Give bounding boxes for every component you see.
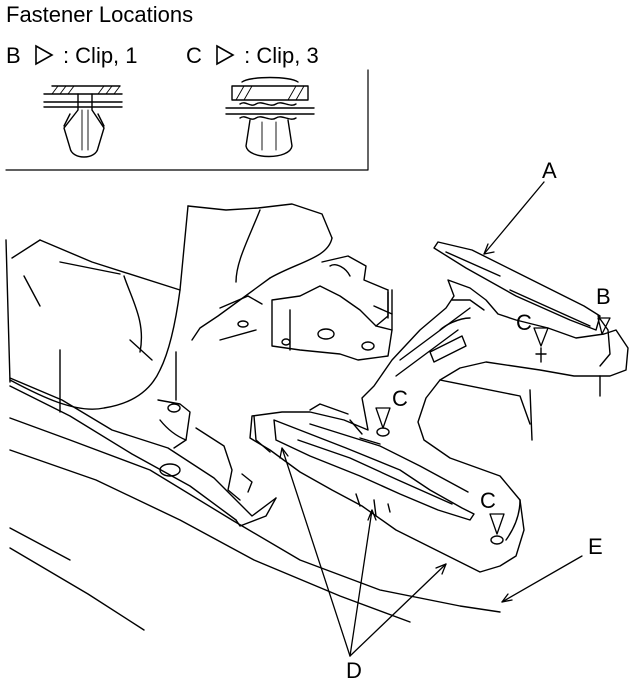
- seat-outline: [5, 203, 333, 410]
- fastener-locations-title: Fastener Locations: [6, 2, 194, 27]
- callout-c-lower: C: [480, 488, 496, 513]
- floor-panel: [9, 295, 501, 631]
- fastener-inset-frame: [5, 69, 369, 171]
- legend-item-clip-b: B : Clip, 1: [6, 44, 138, 67]
- callout-a: A: [542, 158, 557, 183]
- callout-e: E: [588, 534, 603, 559]
- legend-text-c: : Clip, 3: [244, 43, 319, 68]
- cover-a: [433, 241, 601, 331]
- legend-item-clip-c: C : Clip, 3: [186, 44, 319, 67]
- leader-lines: [279, 181, 583, 657]
- seat-rail-bracket: [271, 255, 393, 361]
- triangle-pointer-icon: [216, 44, 235, 66]
- cover-main: [249, 279, 629, 573]
- triangle-pointer-icon: [35, 44, 54, 66]
- callout-b: B: [596, 284, 611, 309]
- legend-letter-b: B: [6, 43, 21, 68]
- clip-markers: [375, 317, 611, 545]
- callout-d: D: [346, 658, 362, 683]
- legend-letter-c: C: [186, 43, 202, 68]
- callout-c-middle: C: [392, 386, 408, 411]
- clip-b-detail: [43, 85, 123, 158]
- callout-c-right: C: [516, 310, 532, 335]
- legend-text-b: : Clip, 1: [62, 43, 138, 68]
- clip-c-detail: [225, 76, 315, 158]
